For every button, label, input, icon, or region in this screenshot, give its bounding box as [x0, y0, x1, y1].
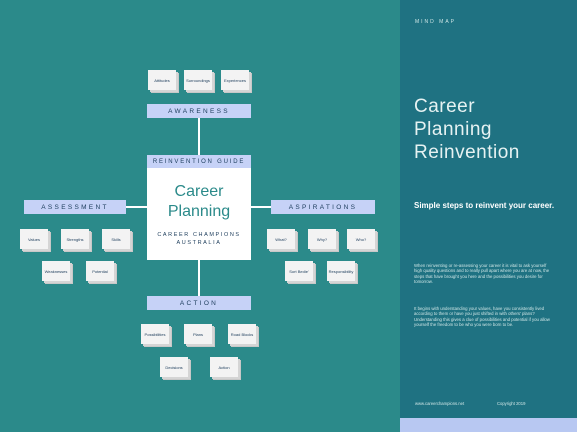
connector-bottom: [198, 260, 200, 296]
card-responsibility: Responsibility: [327, 261, 355, 281]
card-why: Why?: [308, 229, 336, 249]
card-skills: Skills: [102, 229, 130, 249]
sidebar-title-line3: Reinvention: [414, 142, 520, 163]
sidebar-label: MIND MAP: [415, 19, 456, 25]
card-plans: Plans: [184, 324, 212, 344]
center-sub-line2: AUSTRALIA: [176, 240, 222, 246]
assessment-banner: ASSESSMENT: [24, 200, 126, 214]
card-possibilities: Possibilities: [141, 324, 169, 344]
connector-left: [126, 206, 147, 208]
card-action: Action: [210, 357, 238, 377]
sidebar-paragraph-1: When reinventing or re-assessing your ca…: [414, 263, 550, 285]
aspirations-banner: ASPIRATIONS: [271, 200, 375, 214]
sidebar-paragraph-2: It begins with understanding your values…: [414, 306, 550, 328]
card-experiences: Experiences: [221, 70, 249, 90]
center-subtitle: CAREER CHAMPIONS AUSTRALIA: [147, 231, 251, 247]
footer-copyright: Copyright 2019: [497, 401, 526, 406]
card-road-blocks: Road Blocks: [228, 324, 256, 344]
sidebar-subtitle: Simple steps to reinvent your career.: [414, 201, 555, 210]
center-title-line2: Planning: [167, 203, 231, 220]
center-title-line1: Career: [174, 183, 224, 200]
awareness-banner: AWARENESS: [147, 104, 251, 118]
card-decisions: Decisions: [160, 357, 188, 377]
center-box: Career Planning CAREER CHAMPIONS AUSTRAL…: [147, 168, 251, 260]
sidebar-panel: [400, 0, 577, 432]
reinvention-guide-banner: REINVENTION GUIDE: [147, 155, 251, 169]
card-values: Values: [20, 229, 48, 249]
sidebar-title-line1: Career: [414, 96, 476, 117]
card-strengths: Strengths: [61, 229, 89, 249]
card-what: What?: [267, 229, 295, 249]
sidebar-title: Career Planning Reinvention: [414, 95, 520, 164]
card-potential: Potential: [86, 261, 114, 281]
accent-strip: [400, 418, 577, 432]
card-who: Who?: [347, 229, 375, 249]
card-weaknesses: Weaknesses: [42, 261, 70, 281]
connector-right: [251, 206, 271, 208]
sidebar-title-line2: Planning: [414, 119, 492, 140]
card-attitudes: Attitudes: [148, 70, 176, 90]
card-sort-bedie: Sort Bedie': [285, 261, 313, 281]
action-banner: ACTION: [147, 296, 251, 310]
center-sub-line1: CAREER CHAMPIONS: [157, 232, 241, 238]
card-surroundings: Surroundings: [184, 70, 212, 90]
footer-url[interactable]: www.careerchampions.net: [415, 401, 465, 406]
connector-top: [198, 118, 200, 168]
center-title: Career Planning: [147, 182, 251, 222]
